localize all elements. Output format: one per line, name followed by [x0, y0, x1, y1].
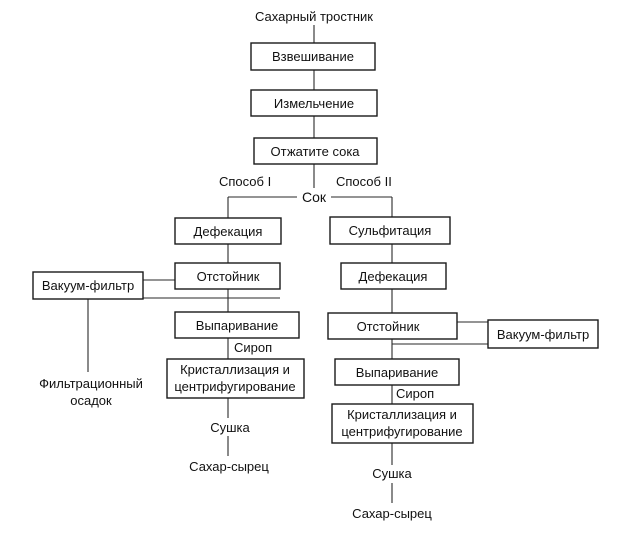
left-evaporation-box: Выпаривание: [174, 311, 300, 339]
grinding-label: Измельчение: [274, 96, 354, 111]
press-juice-box: Отжатите сока: [253, 137, 378, 165]
right-drying-label: Сушка: [372, 466, 412, 481]
right-settler-box: Отстойник: [327, 312, 458, 340]
filter-cake-label-line2: осадок: [70, 393, 112, 408]
left-settler-box: Отстойник: [174, 262, 281, 290]
left-vacuum-filter-label: Вакуум-фильтр: [42, 278, 134, 293]
grinding-box: Измельчение: [250, 89, 378, 117]
left-crystallization-label-line1: Кристаллизация и: [180, 362, 290, 377]
right-raw-sugar-label: Сахар-сырец: [352, 506, 432, 521]
right-evaporation-box: Выпаривание: [334, 358, 460, 386]
right-settler-label: Отстойник: [357, 319, 420, 334]
right-crystallization-box: Кристаллизация и центрифугирование: [331, 403, 474, 444]
connectors: [87, 25, 488, 503]
right-vacuum-filter-box: Вакуум-фильтр: [487, 319, 599, 349]
sugar-cane-label: Сахарный тростник: [255, 9, 373, 24]
left-drying-label: Сушка: [210, 420, 250, 435]
right-sulfitation-label: Сульфитация: [349, 223, 432, 238]
left-defecation-label: Дефекация: [194, 224, 263, 239]
left-defecation-box: Дефекация: [174, 217, 282, 245]
right-evaporation-label: Выпаривание: [356, 365, 438, 380]
press-juice-label: Отжатите сока: [270, 144, 360, 159]
method-1-label: Способ I: [219, 174, 271, 189]
left-crystallization-label-line2: центрифугирование: [174, 379, 295, 394]
right-crystallization-label-line1: Кристаллизация и: [347, 407, 457, 422]
weighing-label: Взвешивание: [272, 49, 354, 64]
right-defecation-label: Дефекация: [359, 269, 428, 284]
juice-label: Сок: [302, 189, 327, 205]
left-evaporation-label: Выпаривание: [196, 318, 278, 333]
right-syrup-label: Сироп: [396, 386, 434, 401]
left-syrup-label: Сироп: [234, 340, 272, 355]
left-raw-sugar-label: Сахар-сырец: [189, 459, 269, 474]
filter-cake-label-line1: Фильтрационный: [39, 376, 143, 391]
method-2-label: Способ II: [336, 174, 392, 189]
left-settler-label: Отстойник: [197, 269, 260, 284]
left-crystallization-box: Кристаллизация и центрифугирование: [166, 358, 305, 399]
right-sulfitation-box: Сульфитация: [329, 216, 451, 245]
weighing-box: Взвешивание: [250, 42, 376, 71]
right-vacuum-filter-label: Вакуум-фильтр: [497, 327, 589, 342]
right-defecation-box: Дефекация: [340, 262, 447, 290]
left-vacuum-filter-box: Вакуум-фильтр: [32, 271, 144, 300]
right-crystallization-label-line2: центрифугирование: [341, 424, 462, 439]
